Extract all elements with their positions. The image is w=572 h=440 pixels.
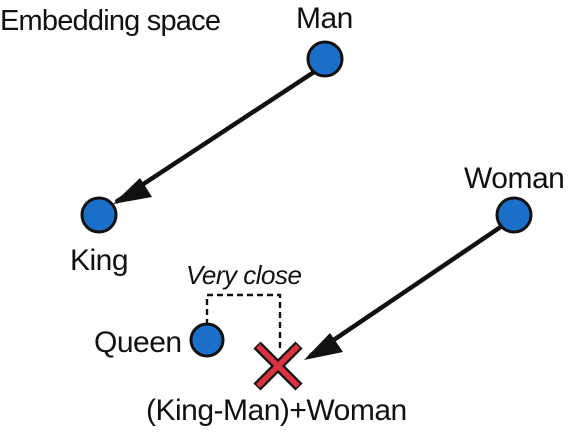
arrow-woman-to-result xyxy=(308,222,507,358)
x-mark-icon xyxy=(253,341,303,391)
man-label: Man xyxy=(296,2,353,35)
king-point-icon xyxy=(80,196,118,234)
queen-point-icon xyxy=(189,322,225,358)
man-point-icon xyxy=(306,40,344,78)
very-close-label: Very close xyxy=(186,260,301,290)
woman-point-icon xyxy=(495,196,533,234)
queen-label: Queen xyxy=(94,326,182,359)
woman-label: Woman xyxy=(464,162,564,195)
diagram-title: Embedding space xyxy=(0,5,220,37)
result-label: (King-Man)+Woman xyxy=(146,394,407,427)
arrowhead-result-icon xyxy=(304,333,343,360)
arrowhead-king-icon xyxy=(113,178,152,204)
king-label: King xyxy=(70,244,128,277)
very-close-bracket xyxy=(205,293,282,348)
arrow-man-to-king xyxy=(114,70,316,204)
